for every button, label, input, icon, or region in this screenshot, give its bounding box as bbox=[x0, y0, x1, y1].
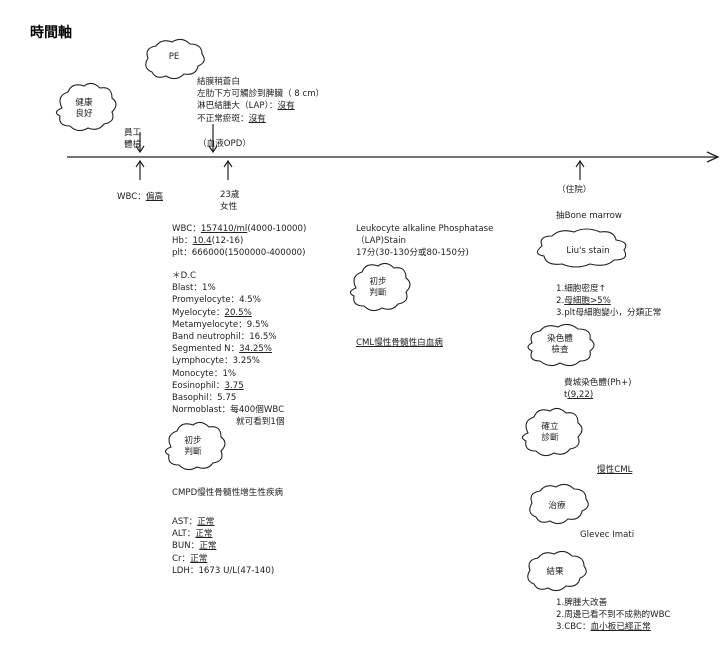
cloud-chromosome-label: 染色體 檢查 bbox=[547, 334, 573, 355]
dc-monocyte: Monocyte：1% bbox=[172, 368, 237, 379]
timeline-arrowhead bbox=[706, 151, 720, 163]
cloud-prelim2 bbox=[349, 262, 411, 312]
wbc-high-value: 偏高 bbox=[145, 192, 164, 202]
cloud-prelim2-label: 初步 判斷 bbox=[369, 277, 387, 298]
dc-block: ＊D.C Blast：1% Promyelocyte：4.5% Myelocyt… bbox=[172, 270, 284, 429]
dc-band: Band neutrophil：16.5% bbox=[172, 332, 277, 343]
chem-ldh: LDH：1673 U/L(47-140) bbox=[172, 565, 275, 576]
label-admission: （住院） bbox=[557, 185, 592, 195]
dc-normoblast-1: Normoblast：每400個WBC bbox=[172, 405, 285, 416]
dc-promyelocyte: Promyelocyte：4.5% bbox=[172, 295, 261, 306]
cloud-result bbox=[527, 550, 587, 592]
dc-heading: ＊D.C bbox=[172, 271, 196, 281]
chem-bun: BUN：正常 bbox=[172, 541, 217, 552]
bone-marrow: 抽Bone marrow bbox=[556, 211, 622, 221]
cloud-lius-stain bbox=[536, 228, 627, 268]
cbc-wbc: WBC：157410/ml(4000-10000) bbox=[172, 224, 307, 234]
lap-line-1: Leukocyte alkaline Phosphatase bbox=[356, 224, 494, 234]
dc-basophil: Basophil：5.75 bbox=[172, 393, 237, 404]
cloud-prelim1-label: 初步 判斷 bbox=[184, 436, 202, 457]
result-line-1: 1.脾腫大改善 bbox=[556, 598, 608, 608]
cloud-result-label: 結果 bbox=[546, 567, 564, 577]
dc-blast: Blast：1% bbox=[172, 283, 216, 294]
cloud-treatment-label: 治療 bbox=[548, 501, 566, 511]
dc-eosinophil: Eosinophil：3.75 bbox=[172, 380, 244, 391]
chromosome-line-1: 費城染色體(Ph+) bbox=[564, 378, 632, 388]
cloud-lius-label: Liu's stain bbox=[566, 246, 610, 256]
liu-findings: 1.細胞密度↑ 2.母細胞>5% 3.plt母細胞變小，分類正常 bbox=[556, 283, 661, 320]
cbc-block: WBC：157410/ml(4000-10000) Hb：10.4(12-16)… bbox=[172, 223, 306, 260]
dc-segmented: Segmented N：34.25% bbox=[172, 344, 272, 355]
chromosome-line-2: t(9,22) bbox=[564, 390, 594, 401]
label-age-sex: 23歲 女性 bbox=[220, 190, 240, 213]
page-title: 時間軸 bbox=[30, 25, 72, 41]
cloud-confirm-label: 確立 診斷 bbox=[541, 422, 559, 443]
lap-line-2: （LAP)Stain bbox=[356, 236, 406, 247]
cloud-health-label: 健康 良好 bbox=[75, 98, 93, 119]
chem-ast: AST：正常 bbox=[172, 517, 215, 527]
pe-line-1: 結膜稍蒼白 bbox=[197, 77, 240, 87]
pe-findings: 結膜稍蒼白 左肋下方可觸診到脾臟（ 8 cm） 淋巴結腫大（LAP）：沒有 不正… bbox=[197, 76, 324, 125]
prelim2-result: CML慢性骨髓性白血病 bbox=[356, 338, 443, 348]
lap-block: Leukocyte alkaline Phosphatase （LAP)Stai… bbox=[356, 223, 493, 260]
diagnosis: 慢性CML bbox=[597, 465, 633, 475]
dc-normoblast-2: 就可看到1個 bbox=[236, 417, 285, 428]
cbc-hb: Hb：10.4(12-16) bbox=[172, 236, 244, 247]
cloud-pe-label: PE bbox=[168, 52, 180, 62]
cbc-plt: plt：666000(1500000-400000) bbox=[172, 248, 306, 259]
pe-line-2: 左肋下方可觸診到脾臟（ 8 cm） bbox=[197, 89, 325, 100]
cloud-pe bbox=[145, 38, 205, 80]
chem-alt: ALT：正常 bbox=[172, 529, 213, 540]
cloud-confirm bbox=[521, 407, 583, 457]
wbc-high-prefix: WBC： bbox=[117, 192, 146, 202]
dc-myelocyte: Myelocyte：20.5% bbox=[172, 307, 252, 318]
pe-line-4: 不正常瘀斑：沒有 bbox=[197, 113, 266, 124]
pe-line-3: 淋巴結腫大（LAP）：沒有 bbox=[197, 101, 295, 112]
prelim1-result: CMPD慢性骨髓性增生性疾病 bbox=[172, 488, 284, 498]
label-employee-checkup: 員工 體檢 bbox=[124, 128, 142, 151]
lap-line-3: 17分(30-130分或80-150分) bbox=[356, 248, 469, 259]
cloud-health bbox=[55, 82, 117, 132]
cloud-chromosome bbox=[527, 323, 595, 367]
cloud-treatment bbox=[529, 483, 589, 525]
chem-block: AST：正常 ALT：正常 BUN：正常 Cr：正常 LDH：1673 U/L(… bbox=[172, 516, 274, 577]
result-line-3: 3.CBC：血小板已經正常 bbox=[556, 622, 651, 633]
chromosome-finding: 費城染色體(Ph+) t(9,22) bbox=[564, 377, 632, 401]
cloud-prelim1 bbox=[164, 421, 226, 471]
chem-cr: Cr：正常 bbox=[172, 553, 208, 564]
treatment-drug: Glevec Imati bbox=[580, 530, 635, 540]
liu-line-1: 1.細胞密度↑ bbox=[556, 284, 606, 294]
liu-line-3: 3.plt母細胞變小，分類正常 bbox=[556, 308, 662, 319]
result-items: 1.脾腫大改善 2.周邊已看不到不成熟的WBC 3.CBC：血小板已經正常 bbox=[556, 597, 670, 634]
dc-lymphocyte: Lymphocyte：3.25% bbox=[172, 356, 260, 367]
dc-metamyelocyte: Metamyelocyte：9.5% bbox=[172, 319, 269, 330]
liu-line-2: 2.母細胞>5% bbox=[556, 296, 611, 307]
label-blood-opd: （血液OPD） bbox=[198, 139, 251, 149]
result-line-2: 2.周邊已看不到不成熟的WBC bbox=[556, 610, 671, 621]
label-wbc-high: WBC：偏高 bbox=[117, 190, 163, 202]
